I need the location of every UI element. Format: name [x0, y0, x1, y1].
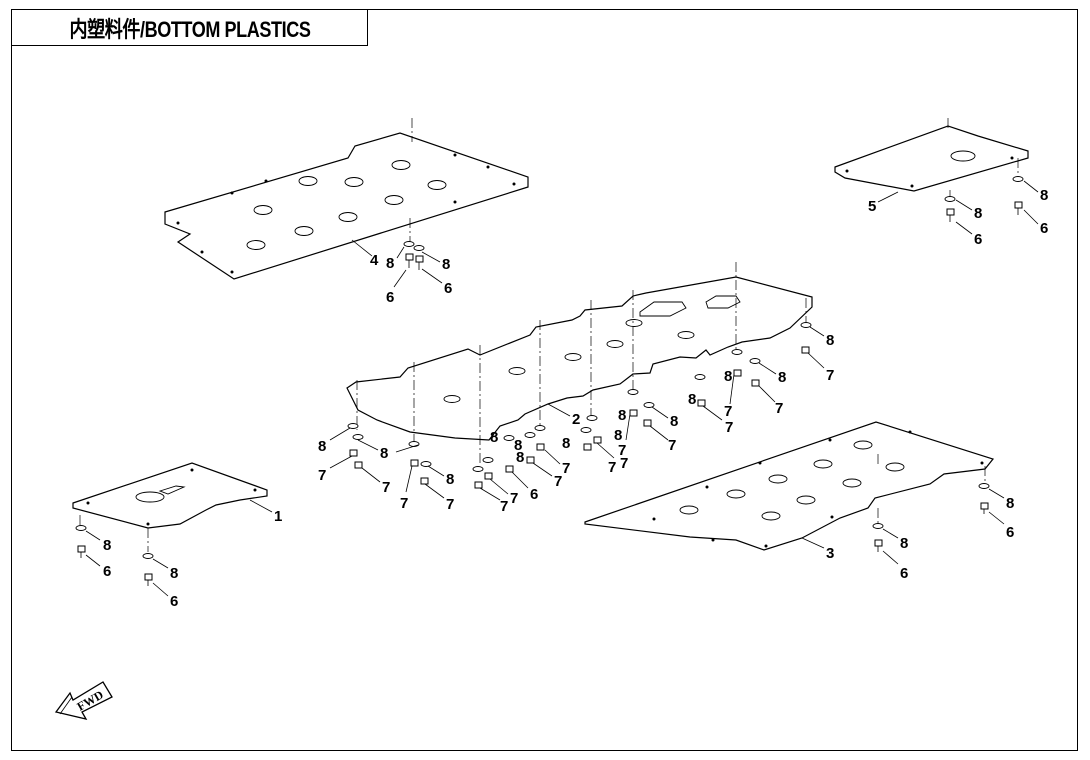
callout-7e: 7 — [668, 437, 676, 454]
fasteners-part-1 — [75, 525, 169, 597]
callout-8v: 8 — [1006, 495, 1014, 512]
callout-7k: 7 — [510, 490, 518, 507]
callout-7b: 7 — [775, 400, 783, 417]
fasteners-part-5 — [944, 176, 1039, 235]
fasteners-part-4 — [393, 241, 443, 288]
callout-8m: 8 — [514, 437, 522, 454]
drawing-frame — [11, 9, 1078, 751]
callout-4: 4 — [370, 252, 379, 269]
callout-8p: 8 — [446, 471, 454, 488]
callout-8t: 8 — [170, 565, 178, 582]
callout-6f: 6 — [103, 563, 111, 580]
callout-7j: 7 — [554, 473, 562, 490]
callout-7m: 7 — [446, 496, 454, 513]
callout-8n: 8 — [516, 449, 524, 466]
callout-8i: 8 — [670, 413, 678, 430]
callout-6g: 6 — [170, 593, 178, 610]
fwd-arrow-icon: FWD — [54, 681, 113, 720]
callout-8d: 8 — [1040, 187, 1048, 204]
plate-part-3 — [584, 421, 995, 551]
callout-8j: 8 — [618, 407, 626, 424]
plate-part-1 — [72, 462, 273, 552]
callout-8l: 8 — [562, 435, 570, 452]
callout-8e: 8 — [826, 332, 834, 349]
callout-8q: 8 — [380, 445, 388, 462]
callout-7l: 7 — [500, 498, 508, 515]
callout-7p: 7 — [318, 467, 326, 484]
callout-1: 1 — [274, 508, 282, 525]
callout-6i: 6 — [1006, 524, 1014, 541]
plate-part-2 — [346, 262, 813, 465]
callout-6b: 6 — [444, 280, 452, 297]
plate-part-4 — [164, 118, 529, 280]
callouts-part-2: 8 7 8 7 8 7 8 7 8 7 8 8 7 7 7 8 7 7 8 8 … — [318, 332, 834, 515]
fasteners-part-2 — [329, 322, 825, 501]
callout-7o: 7 — [382, 479, 390, 496]
callout-6d: 6 — [1040, 220, 1048, 237]
callout-8o: 8 — [490, 429, 498, 446]
callout-7h: 7 — [608, 459, 616, 476]
callout-7a: 7 — [826, 367, 834, 384]
callout-8a: 8 — [386, 255, 394, 272]
callout-6h: 6 — [900, 565, 908, 582]
callout-8r: 8 — [318, 438, 326, 455]
callout-8f: 8 — [778, 369, 786, 386]
callout-7f: 7 — [618, 442, 626, 459]
callout-3: 3 — [826, 545, 834, 562]
callout-7g: 7 — [620, 455, 628, 472]
callout-5: 5 — [868, 198, 876, 215]
callout-8c: 8 — [974, 205, 982, 222]
callout-8k: 8 — [614, 427, 622, 444]
callout-6c: 6 — [974, 231, 982, 248]
callout-8s: 8 — [103, 537, 111, 554]
callout-6a: 6 — [386, 289, 394, 306]
plate-part-5 — [834, 118, 1029, 203]
callout-6e: 6 — [530, 486, 538, 503]
callout-7d: 7 — [725, 419, 733, 436]
callout-8b: 8 — [442, 256, 450, 273]
page-title: 内塑料件/BOTTOM PLASTICS — [68, 16, 311, 42]
callout-7c: 7 — [724, 403, 732, 420]
callout-8u: 8 — [900, 535, 908, 552]
callout-7n: 7 — [400, 495, 408, 512]
callout-7i: 7 — [562, 460, 570, 477]
callout-2: 2 — [572, 411, 580, 428]
callout-8h: 8 — [688, 391, 696, 408]
fasteners-part-3 — [872, 483, 1005, 565]
callout-8g: 8 — [724, 368, 732, 385]
title-box: 内塑料件/BOTTOM PLASTICS — [11, 9, 368, 46]
